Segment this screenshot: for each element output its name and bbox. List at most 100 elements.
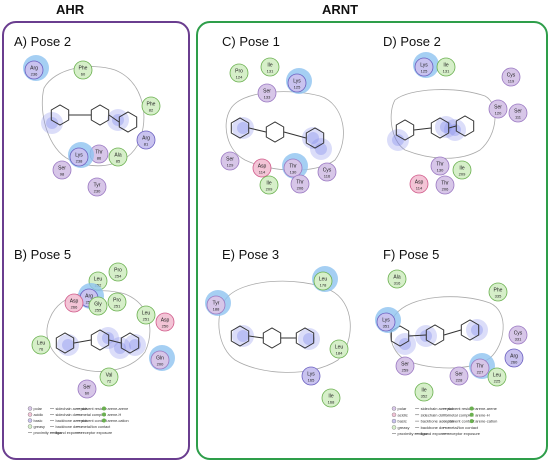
ligand-exposure-core [46, 117, 58, 129]
residue-number: 133 [264, 95, 271, 100]
residue-number: 259 [402, 368, 409, 373]
legend-label: backbone acceptor [56, 419, 89, 423]
residue-disc [155, 312, 175, 332]
residue-number: 125 [421, 69, 428, 74]
legend-label: sidechain donor [421, 412, 450, 417]
residue-number: 266 [71, 305, 78, 310]
legend-swatch [391, 406, 397, 411]
ligand-exposure-halo [444, 119, 466, 141]
ligand-ring [230, 325, 250, 347]
legend-label: receptor exposure [448, 431, 481, 436]
residue-name: Leu [493, 373, 502, 379]
ligand-exposure-halo [124, 334, 146, 356]
ahr-frame [2, 21, 190, 460]
ligand-exposure-core [392, 134, 404, 146]
residue-name: Ile [459, 166, 465, 172]
ligand-exposure-halo [435, 116, 457, 138]
residue-number: 120 [495, 111, 502, 116]
ligand-ring [295, 327, 315, 349]
ligand-ring [395, 119, 415, 141]
residue-disc [252, 158, 272, 178]
residue-disc [452, 160, 472, 180]
residue-disc [376, 312, 396, 332]
ligand-exposure-core [114, 342, 126, 354]
residue-disc [136, 305, 156, 325]
residue-name: Asp [161, 318, 170, 324]
panel-label-e: E) Pose 3 [222, 247, 280, 262]
residue-disc [220, 151, 240, 171]
residue-disc [52, 160, 72, 180]
residue-number: 60 [85, 391, 90, 396]
proximity-contour [390, 89, 496, 159]
residue-number: 335 [495, 294, 502, 299]
residue-name: Leu [335, 345, 344, 351]
residue-name: Asp [258, 164, 267, 170]
residue-disc [409, 174, 429, 194]
residue-name: Ile [267, 63, 273, 69]
ligand-exposure-core [303, 333, 315, 345]
ligand-bond [413, 127, 432, 131]
panel-label-c: C) Pose 1 [222, 34, 280, 49]
residue-name: Ser [401, 362, 409, 368]
residue-name: Gln [156, 356, 164, 362]
residue-name: Phe [79, 66, 88, 72]
ligand-bond [248, 335, 264, 339]
residue-name: Pro [114, 268, 122, 274]
residue-name: Cys [514, 331, 523, 337]
residue-disc [141, 96, 161, 116]
ligand-exposure-halo [466, 319, 488, 341]
legend-label: acidic [398, 412, 408, 417]
residue-name: Pro [113, 298, 121, 304]
residue-name: Thr [289, 164, 297, 170]
residue-disc [108, 147, 128, 167]
residue-disc [449, 366, 469, 386]
residue-number: 60 [81, 72, 86, 77]
residue-number: 131 [267, 69, 274, 74]
residue-disc [436, 57, 456, 77]
residue-number: 125 [294, 85, 301, 90]
residue-name: Cys [323, 168, 332, 174]
residue-disc [108, 262, 128, 282]
residue-disc [414, 382, 434, 402]
legend-swatch [469, 406, 474, 411]
ligand-bond [448, 125, 457, 129]
residue-number: 254 [115, 274, 122, 279]
ligand-ring [120, 332, 140, 354]
legend-swatch [391, 418, 397, 424]
legend-label: ligand exposure [56, 431, 83, 435]
residue-number: 206 [442, 187, 449, 192]
residue-number: 352 [421, 394, 428, 399]
legend-label: metal/ion contact [448, 425, 479, 430]
legend-label: ligand exposure [421, 431, 450, 436]
residue-name: Ile [328, 394, 334, 400]
residue-name: Thr [476, 364, 484, 370]
residue-number: 351 [383, 324, 390, 329]
residue-disc [87, 177, 107, 197]
legend-label: basic [398, 419, 407, 424]
ligand-ring [425, 324, 445, 346]
residue-name: Arg [142, 136, 150, 142]
residue-number: 188 [213, 307, 220, 312]
residue-number: 252 [95, 283, 102, 288]
residue-number: 81 [144, 142, 149, 147]
residue-number: 331 [515, 337, 522, 342]
residue-name: Ala [393, 275, 400, 281]
legend-label: basic [34, 419, 43, 423]
residue-disc [301, 366, 321, 386]
ligand-ring [460, 319, 480, 341]
